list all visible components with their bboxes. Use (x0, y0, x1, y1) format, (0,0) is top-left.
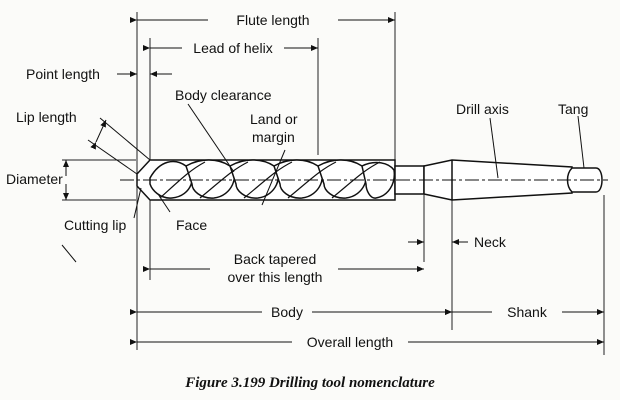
label-flute-length: Flute length (236, 12, 309, 28)
drill-tool (120, 159, 608, 201)
dimension-lines (63, 17, 604, 345)
label-face: Face (176, 217, 207, 233)
figure-caption: Figure 3.199 Drilling tool nomenclature (184, 375, 435, 391)
label-diameter: Diameter (6, 171, 63, 187)
label-neck: Neck (474, 234, 507, 250)
label-body: Body (271, 304, 303, 320)
label-tang: Tang (558, 101, 588, 117)
label-drill-axis: Drill axis (456, 101, 509, 117)
label-land-or-margin-2: margin (252, 129, 295, 145)
label-cutting-lip: Cutting lip (64, 217, 126, 233)
twist-lines (159, 161, 381, 199)
label-lip-length: Lip length (16, 109, 77, 125)
label-lead-of-helix: Lead of helix (193, 40, 272, 56)
label-overall-length: Overall length (307, 334, 393, 350)
label-shank: Shank (507, 304, 548, 320)
label-body-clearance: Body clearance (175, 87, 272, 103)
flute-spirals (149, 159, 396, 199)
label-back-tapered-1: Back tapered (234, 251, 317, 267)
leader-lines (61, 103, 585, 263)
label-back-tapered-2: over this length (228, 269, 323, 285)
label-point-length: Point length (26, 66, 100, 82)
label-land-or-margin-1: Land or (250, 111, 298, 127)
